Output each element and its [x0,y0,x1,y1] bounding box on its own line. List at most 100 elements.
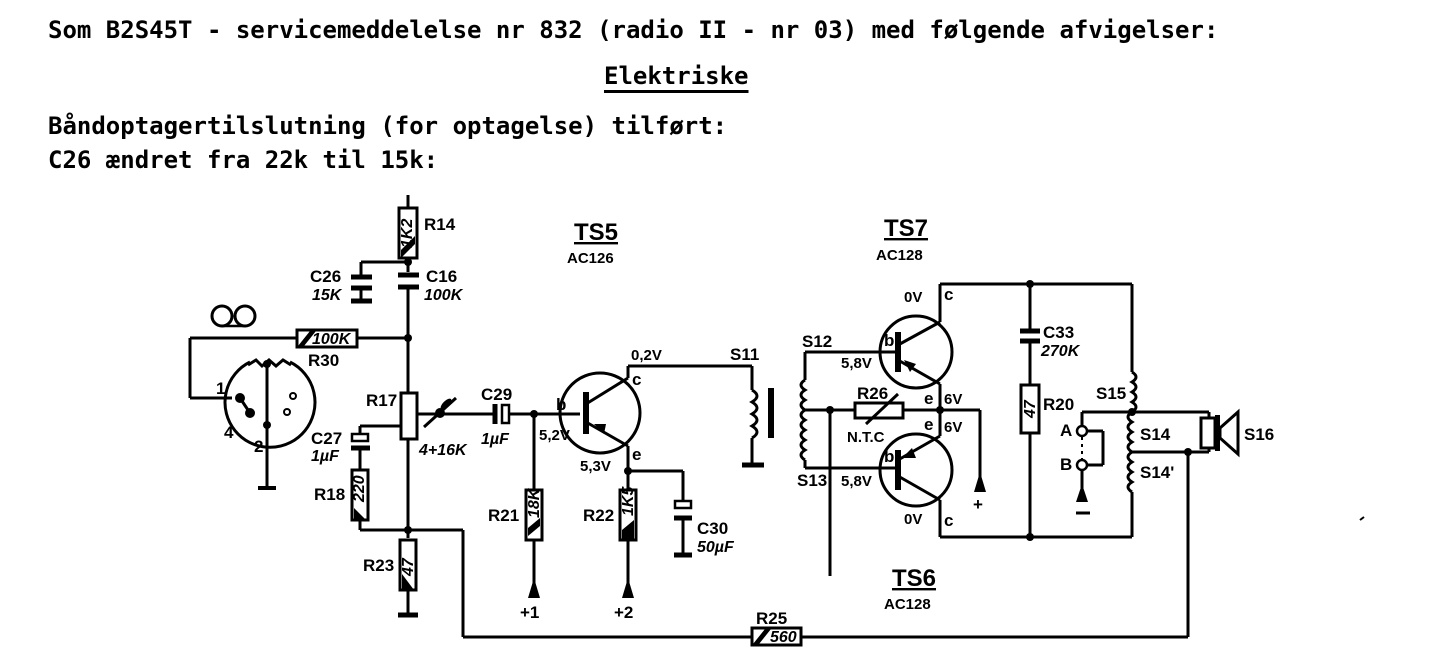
terminal-plus2: +2 [614,603,633,622]
capacitor-c33: C33 270K [1020,323,1081,360]
r17-value: 4+16K [418,442,468,459]
r25-label: R25 [756,609,787,628]
ts7-emitter-voltage: 6V [944,391,962,408]
r14-value: 1K2 [399,219,416,248]
supply-arrow [528,578,540,598]
capacitor-c27: C27 1µF [311,429,370,465]
c27-label: C27 [311,429,342,448]
r18-value: 220 [351,475,368,503]
ts5-pin-e: e [632,445,641,464]
resistor-r25: 560 R25 [750,609,803,647]
c16-value: 100K [424,287,464,304]
terminal-b [1075,458,1089,472]
s12-label: S12 [802,332,832,351]
c16-label: C16 [426,267,457,286]
ts7-pin-e: e [924,389,933,408]
r20-value: 47 [1022,399,1039,419]
r20-label: R20 [1043,395,1074,414]
r21-value: 18K [526,487,543,518]
din-connector: 1 4 2 [216,358,317,490]
ts6-pin-b: b [884,447,894,466]
ts7-collector-voltage: 0V [904,289,922,306]
ts5-ref-label: TS5 [574,219,618,246]
ts7-pin-c: c [944,285,953,304]
pin-2-label: 2 [254,437,263,456]
terminal-a [1075,424,1089,438]
terminal-b-label: B [1060,455,1072,474]
r23-label: R23 [363,556,394,575]
capacitor-c29: C29 1µF [481,385,512,448]
capacitor-c30: C30 50µF [673,499,735,558]
tape-recorder-icon [210,304,257,328]
s11-label: S11 [730,345,759,364]
r26-value: N.T.C [847,429,885,446]
c30-value: 50µF [697,539,735,556]
resistor-r21: 18K R21 [488,487,544,542]
ts7-ref-label: TS7 [884,215,928,242]
ts5-base-voltage: 5,2V [539,427,570,444]
ts6-collector-voltage: 0V [904,511,922,528]
stray-mark [1359,516,1365,521]
r25-value: 560 [770,629,797,646]
transformer-core [768,388,774,438]
ts5-emitter-voltage: 5,3V [580,458,611,475]
ts5-collector-voltage: 0,2V [631,347,662,364]
r22-label: R22 [583,506,614,525]
capacitor-c16: C16 100K [398,267,464,304]
ts5-pin-c: c [632,370,641,389]
speaker-s16-icon [1199,408,1240,458]
c30-label: C30 [697,519,728,538]
r22-value: 1K5 [620,486,637,516]
r30-label: R30 [308,351,339,370]
supply-arrow [974,472,986,492]
terminal-plus1: +1 [520,603,539,622]
ts7-base-voltage: 5,8V [841,355,872,372]
coil-s12-s13 [799,378,808,462]
resistor-r14: 1K2 R14 [397,206,456,260]
c33-value: 270K [1040,343,1081,360]
ts6-emitter-voltage: 6V [944,419,962,436]
section-title: Elektriske [604,62,749,90]
coil-s14 [1126,410,1135,454]
ts6-ref-label: TS6 [892,565,936,592]
coil-s14-prime [1126,450,1135,494]
s15-label: S15 [1096,384,1126,403]
pin-4-label: 4 [224,423,234,442]
r17-label: R17 [366,391,397,410]
coil-s11 [749,388,759,440]
terminal-plus: + [973,495,983,514]
s14-prime-label: S14' [1140,463,1174,482]
capacitor-c26: C26 15K [310,267,372,304]
s14-label: S14 [1140,425,1171,444]
transistor-ts7: b c e 5,8V 0V 6V [841,284,962,410]
resistor-r23: 47 R23 [363,538,418,592]
c33-label: C33 [1043,323,1074,342]
potentiometer-r17: R17 4+16K [366,391,468,459]
transistor-ts6: b c e 5,8V 0V 6V [841,410,962,537]
r26-label: R26 [857,384,888,403]
s16-label: S16 [1244,425,1274,444]
r18-label: R18 [314,485,345,504]
change-line-2: C26 ændret fra 22k til 15k: [48,146,439,174]
ts7-type-label: AC128 [876,247,923,264]
change-line-1: Båndoptagertilslutning (for optagelse) t… [48,112,728,140]
header-line: Som B2S45T - servicemeddelelse nr 832 (r… [48,16,1219,44]
c26-value: 15K [312,287,343,304]
r23-value: 47 [400,557,417,577]
coil-s15 [1129,370,1138,414]
c26-label: C26 [310,267,341,286]
s13-label: S13 [797,471,827,490]
supply-arrow [622,578,634,598]
ts6-base-voltage: 5,8V [841,473,872,490]
ts5-type-label: AC126 [567,250,614,267]
c29-value: 1µF [481,431,510,448]
c29-label: C29 [481,385,512,404]
r30-value: 100K [312,331,352,348]
c27-value: 1µF [311,448,340,465]
pin-1-label: 1 [216,379,225,398]
terminal-a-label: A [1060,421,1072,440]
ts5-pin-b: b [556,395,566,414]
resistor-r22: 1K5 R22 [583,486,638,542]
thermistor-r26: R26 N.T.C [847,384,905,446]
